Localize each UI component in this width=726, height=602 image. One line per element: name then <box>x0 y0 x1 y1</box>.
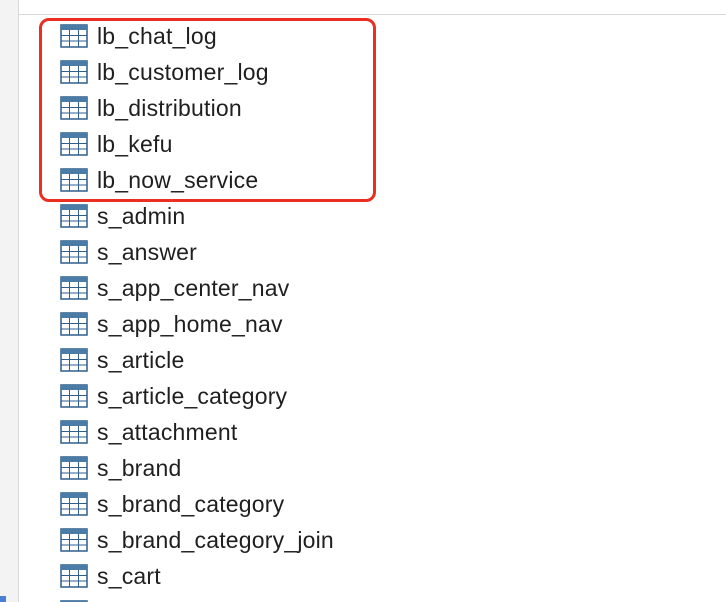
table-name: s_app_center_nav <box>97 274 290 301</box>
top-divider <box>18 0 726 15</box>
table-name: s_brand_category_join <box>97 526 334 553</box>
table-name: s_article <box>97 346 185 373</box>
table-name: lb_chat_log <box>97 22 217 49</box>
table-name: lb_distribution <box>97 94 242 121</box>
table-row-s-attachment[interactable]: s_attachment <box>60 414 334 450</box>
table-row-s-article-category[interactable]: s_article_category <box>60 378 334 414</box>
table-row-lb-customer-log[interactable]: lb_customer_log <box>60 54 334 90</box>
table-icon <box>60 240 88 264</box>
table-row-lb-kefu[interactable]: lb_kefu <box>60 126 334 162</box>
table-row-s-app-center-nav[interactable]: s_app_center_nav <box>60 270 334 306</box>
table-icon <box>60 132 88 156</box>
left-gutter <box>0 0 19 602</box>
table-icon <box>60 60 88 84</box>
table-name: s_article_category <box>97 382 288 409</box>
table-icon <box>60 96 88 120</box>
table-row-s-answer[interactable]: s_answer <box>60 234 334 270</box>
table-row-s-article[interactable]: s_article <box>60 342 334 378</box>
table-row-s-app-home-nav[interactable]: s_app_home_nav <box>60 306 334 342</box>
table-name: s_admin <box>97 202 186 229</box>
table-icon <box>60 276 88 300</box>
table-row-s-cart[interactable]: s_cart <box>60 558 334 594</box>
table-row-lb-now-service[interactable]: lb_now_service <box>60 162 334 198</box>
table-name: lb_kefu <box>97 130 173 157</box>
table-row-s-brand-category[interactable]: s_brand_category <box>60 486 334 522</box>
table-icon <box>60 348 88 372</box>
table-name: s_attachment <box>97 418 238 445</box>
table-icon <box>60 420 88 444</box>
table-icon <box>60 168 88 192</box>
table-name: s_cart <box>97 562 161 589</box>
table-row-lb-distribution[interactable]: lb_distribution <box>60 90 334 126</box>
table-icon <box>60 528 88 552</box>
table-name: s_app_home_nav <box>97 310 283 337</box>
table-icon <box>60 564 88 588</box>
table-icon <box>60 384 88 408</box>
table-row-s-brand-category-join[interactable]: s_brand_category_join <box>60 522 334 558</box>
selection-indicator <box>0 596 6 602</box>
table-icon <box>60 456 88 480</box>
table-name: s_answer <box>97 238 198 265</box>
table-icon <box>60 204 88 228</box>
table-row-s-admin[interactable]: s_admin <box>60 198 334 234</box>
table-icon <box>60 492 88 516</box>
table-name: lb_customer_log <box>97 58 269 85</box>
table-name: s_brand <box>97 454 182 481</box>
table-icon <box>60 24 88 48</box>
table-icon <box>60 312 88 336</box>
table-list: lb_chat_log lb_customer_log lb_distribut… <box>60 18 334 602</box>
table-name: s_brand_category <box>97 490 285 517</box>
table-name: lb_now_service <box>97 166 259 193</box>
table-row-s-brand[interactable]: s_brand <box>60 450 334 486</box>
table-row-lb-chat-log[interactable]: lb_chat_log <box>60 18 334 54</box>
table-row-partial[interactable] <box>60 594 334 602</box>
